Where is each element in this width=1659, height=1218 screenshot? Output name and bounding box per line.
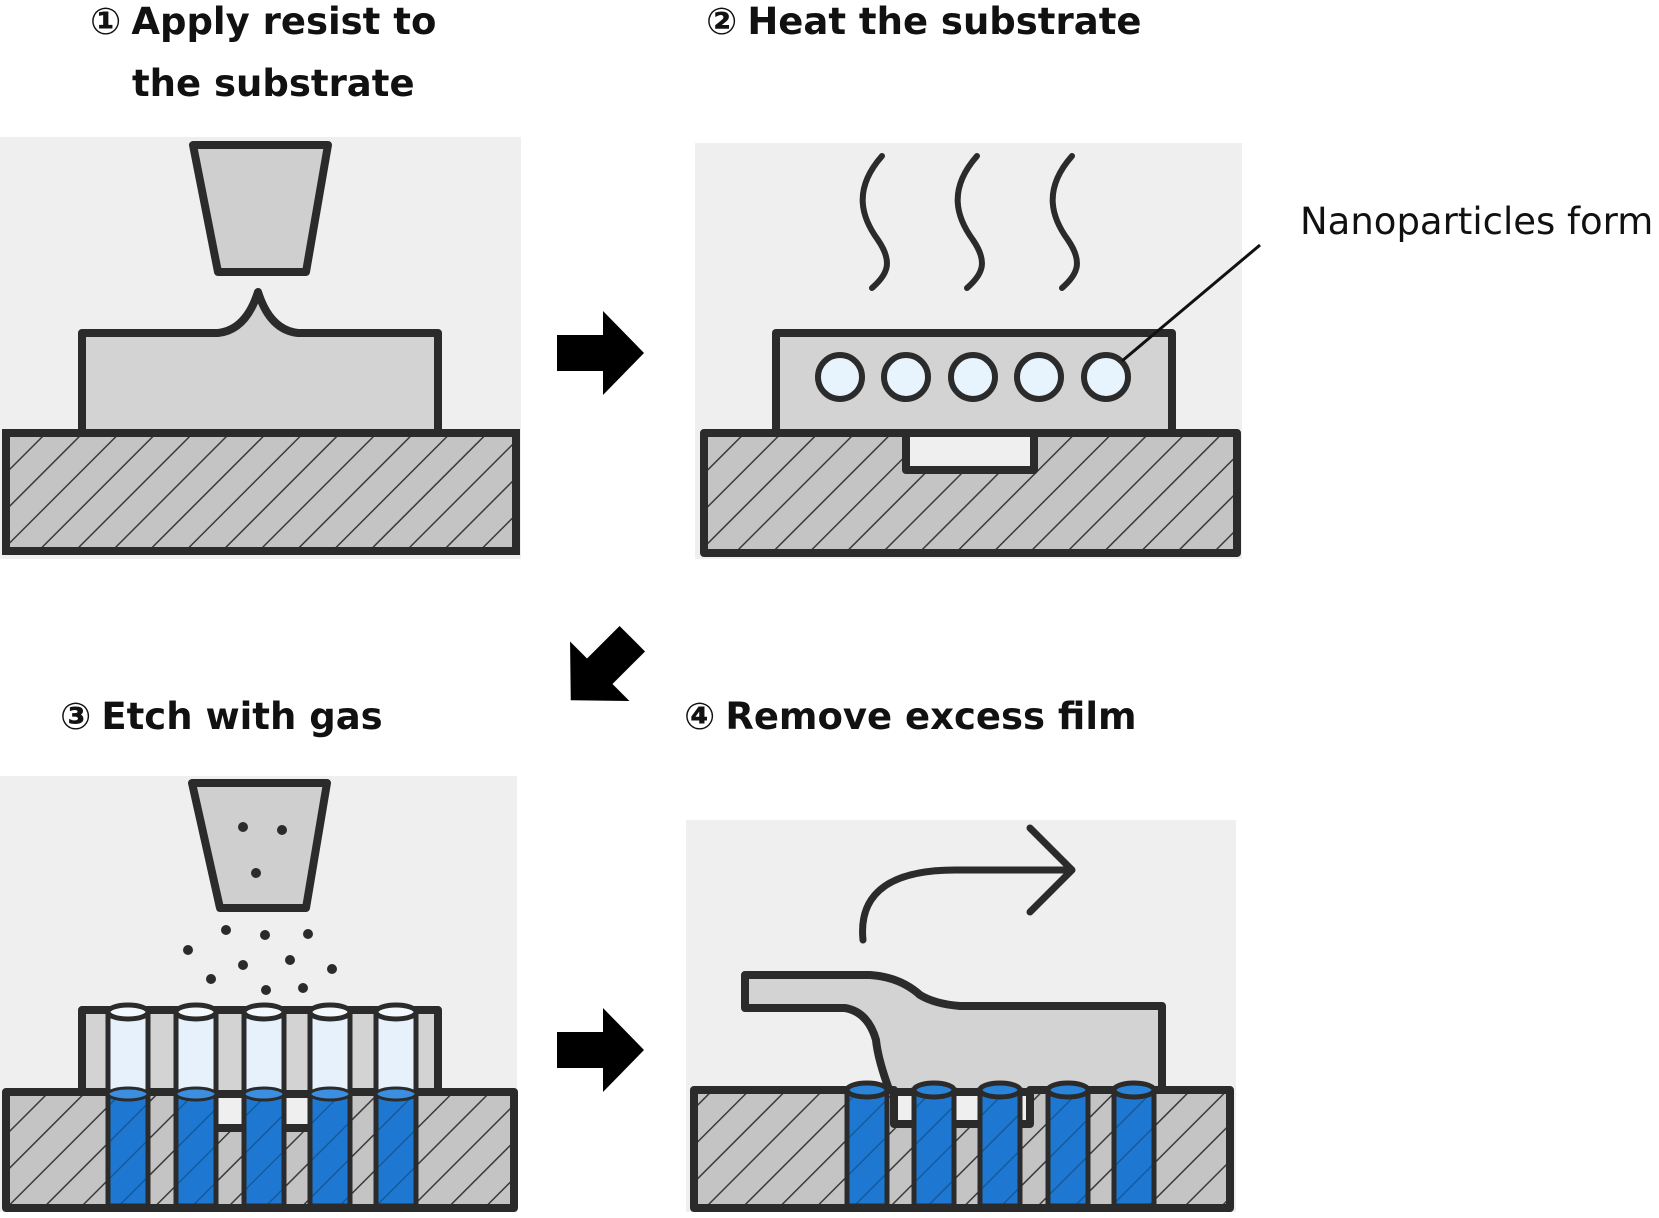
resist-layer — [78, 288, 442, 439]
arrow-down-left-icon — [570, 625, 646, 701]
pillar — [173, 1002, 219, 1209]
pillar — [307, 1002, 353, 1209]
arrow-right-icon — [557, 1008, 644, 1092]
nanoparticles — [815, 352, 1131, 402]
step-1-title-line2: the substrate — [132, 62, 415, 105]
substrate — [700, 429, 1241, 557]
gas-nozzle-icon — [188, 779, 331, 912]
panel-heat-substrate: Nanoparticles form — [695, 143, 1653, 559]
step-3-number: ③ — [60, 695, 91, 738]
pillar — [844, 1080, 890, 1209]
pillar — [1045, 1080, 1091, 1209]
nanopillars — [844, 1080, 1157, 1209]
pillar — [911, 1080, 957, 1209]
etched-pillars — [105, 1002, 419, 1209]
step-3-title-text: Etch with gas — [101, 695, 382, 738]
arrow-right-icon — [557, 311, 644, 395]
pillar — [105, 1002, 151, 1209]
callout-leader-line — [1121, 243, 1261, 363]
pillar — [1111, 1080, 1157, 1209]
step-4-number: ④ — [684, 695, 715, 738]
heat-waves-icon — [859, 153, 1080, 291]
nanoparticles-form-label: Nanoparticles form — [1300, 200, 1653, 243]
substrate — [2, 429, 520, 555]
nanoparticle — [815, 352, 865, 402]
nozzle-icon — [189, 141, 332, 276]
nanoparticle — [881, 352, 931, 402]
lift-off-arrow-icon — [859, 824, 1076, 944]
pillar — [241, 1002, 287, 1209]
nanoparticle — [1081, 352, 1131, 402]
panel-remove-excess-film — [686, 820, 1236, 1212]
gas-particles — [183, 822, 337, 995]
panel-apply-resist — [0, 137, 521, 559]
step-4-title-text: Remove excess film — [725, 695, 1136, 738]
pillar — [373, 1002, 419, 1209]
step-2-number: ② — [706, 0, 737, 43]
nanoparticle — [948, 352, 998, 402]
step-1-number: ① — [90, 0, 121, 43]
panel-etch-with-gas — [0, 776, 518, 1212]
step-2-title-text: Heat the substrate — [747, 0, 1141, 43]
step-1-title-line1: Apply resist to — [131, 0, 436, 43]
nanoparticle — [1014, 352, 1064, 402]
pillar — [977, 1080, 1023, 1209]
